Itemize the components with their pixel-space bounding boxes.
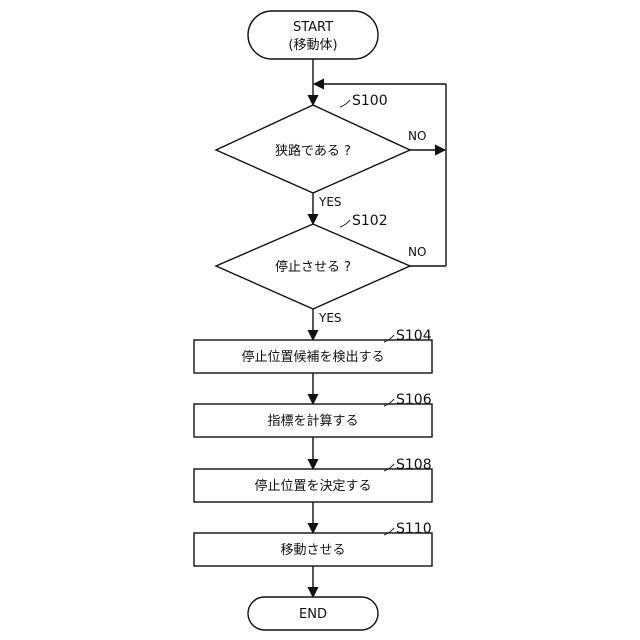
s100-leader bbox=[340, 100, 350, 107]
step-s100: S100 bbox=[352, 93, 388, 109]
step-s108: S108 bbox=[396, 457, 432, 473]
process-s110-label: 移動させる bbox=[280, 543, 345, 558]
decision-s100: 狭路である ? bbox=[216, 105, 410, 193]
decision-s100-label: 狭路である ? bbox=[275, 143, 351, 159]
step-s102: S102 bbox=[352, 213, 388, 229]
s100-no-label: NO bbox=[408, 129, 426, 143]
end-terminal: END bbox=[248, 597, 378, 630]
step-s104: S104 bbox=[396, 328, 432, 344]
end-label: END bbox=[299, 607, 327, 622]
process-s104: 停止位置候補を検出する bbox=[194, 340, 432, 373]
process-s108: 停止位置を決定する bbox=[194, 469, 432, 502]
process-s106-label: 指標を計算する bbox=[267, 413, 358, 429]
process-s110: 移動させる bbox=[194, 533, 432, 566]
process-s106: 指標を計算する bbox=[194, 404, 432, 437]
step-s110: S110 bbox=[396, 521, 432, 537]
start-terminal: START (移動体) bbox=[248, 11, 378, 59]
process-s104-label: 停止位置候補を検出する bbox=[241, 349, 384, 365]
step-s106: S106 bbox=[396, 392, 432, 408]
start-sublabel: (移動体) bbox=[288, 38, 337, 53]
decision-s102-label: 停止させる ? bbox=[275, 259, 351, 275]
s102-yes-label: YES bbox=[318, 311, 342, 325]
process-s108-label: 停止位置を決定する bbox=[254, 478, 371, 494]
s102-leader bbox=[340, 220, 350, 227]
s102-no-label: NO bbox=[408, 245, 426, 259]
decision-s102: 停止させる ? bbox=[216, 224, 410, 309]
s100-yes-label: YES bbox=[318, 195, 342, 209]
start-label: START bbox=[293, 20, 333, 35]
